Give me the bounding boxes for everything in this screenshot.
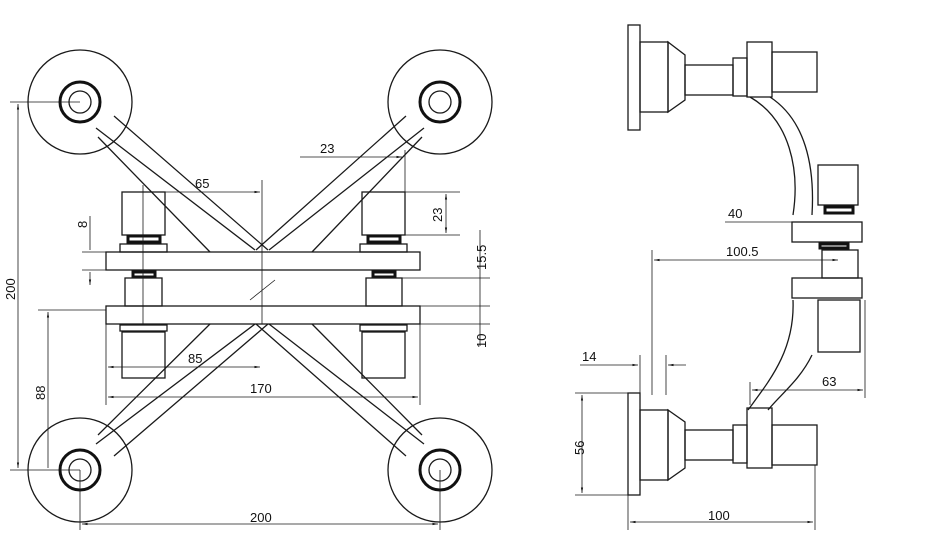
dim-85: 85 — [188, 351, 202, 366]
upper-plate — [105, 251, 421, 271]
dim-170: 170 — [250, 381, 272, 396]
clamps — [119, 191, 408, 379]
centre-lines — [142, 180, 276, 325]
arms — [95, 115, 425, 457]
upper-spring — [823, 205, 855, 215]
dim-15-5: 15.5 — [474, 245, 489, 270]
glass-pad-top — [627, 24, 818, 131]
dim-88: 88 — [33, 386, 48, 400]
lower-clamp — [817, 299, 861, 353]
dim-63: 63 — [822, 374, 836, 389]
front-view: 65 23 23 8 15.5 10 200 88 85 170 200 — [3, 49, 493, 530]
side-view: 40 100.5 14 63 56 100 — [572, 24, 866, 530]
mid-spring — [818, 242, 850, 250]
upper-arm — [749, 96, 814, 216]
lower-plate — [105, 305, 421, 325]
dim-23-horizontal: 23 — [320, 141, 334, 156]
dim-100-5: 100.5 — [726, 244, 759, 259]
side-plate-top — [791, 221, 863, 243]
dim-100: 100 — [708, 508, 730, 523]
dim-65: 65 — [195, 176, 209, 191]
dim-23-vertical: 23 — [430, 208, 445, 222]
dim-8: 8 — [75, 221, 90, 228]
glass-pad-bottom — [627, 392, 818, 496]
mid-spacer — [821, 249, 859, 279]
lower-arm — [747, 299, 813, 411]
side-plate-bottom — [791, 277, 863, 299]
dim-10: 10 — [474, 334, 489, 348]
dim-56: 56 — [572, 441, 587, 455]
upper-clamp — [817, 164, 859, 206]
front-dimensions: 65 23 23 8 15.5 10 200 88 85 170 200 — [3, 101, 490, 530]
disc-top-right — [387, 49, 493, 155]
dim-14: 14 — [582, 349, 596, 364]
dim-200-vertical: 200 — [3, 278, 18, 300]
dim-200-horizontal: 200 — [250, 510, 272, 525]
dim-40: 40 — [728, 206, 742, 221]
side-dimensions: 40 100.5 14 63 56 100 — [572, 206, 866, 530]
